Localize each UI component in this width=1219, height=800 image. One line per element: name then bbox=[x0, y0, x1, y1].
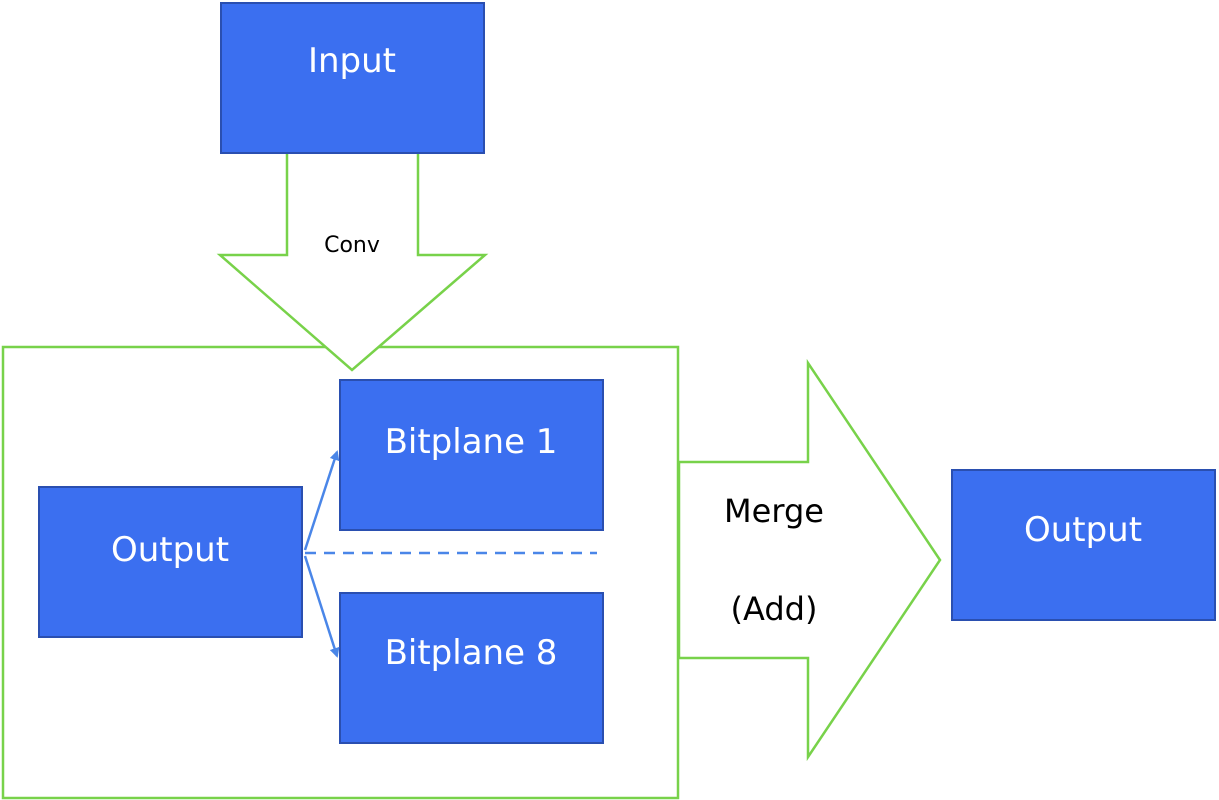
conv-label: Conv bbox=[324, 233, 380, 258]
inner-output-label: Output bbox=[111, 530, 229, 570]
input-label: Input bbox=[308, 41, 396, 81]
final-output-label: Output bbox=[1024, 510, 1142, 550]
inner-output-box bbox=[38, 486, 303, 638]
connector-to-bitplane-1 bbox=[303, 450, 340, 551]
conv-arrow bbox=[216, 138, 489, 372]
merge-label: Merge bbox=[724, 492, 824, 530]
merge-add-label: (Add) bbox=[731, 590, 818, 628]
bitplane-8-box bbox=[339, 592, 604, 744]
bitplane-8-label: Bitplane 8 bbox=[385, 633, 558, 673]
merge-arrow bbox=[677, 358, 942, 762]
final-output-box bbox=[951, 469, 1216, 621]
bitplane-1-box bbox=[339, 379, 604, 531]
connector-to-bitplane-8 bbox=[303, 555, 340, 658]
input-box bbox=[220, 2, 485, 154]
bitplane-1-label: Bitplane 1 bbox=[385, 422, 558, 462]
